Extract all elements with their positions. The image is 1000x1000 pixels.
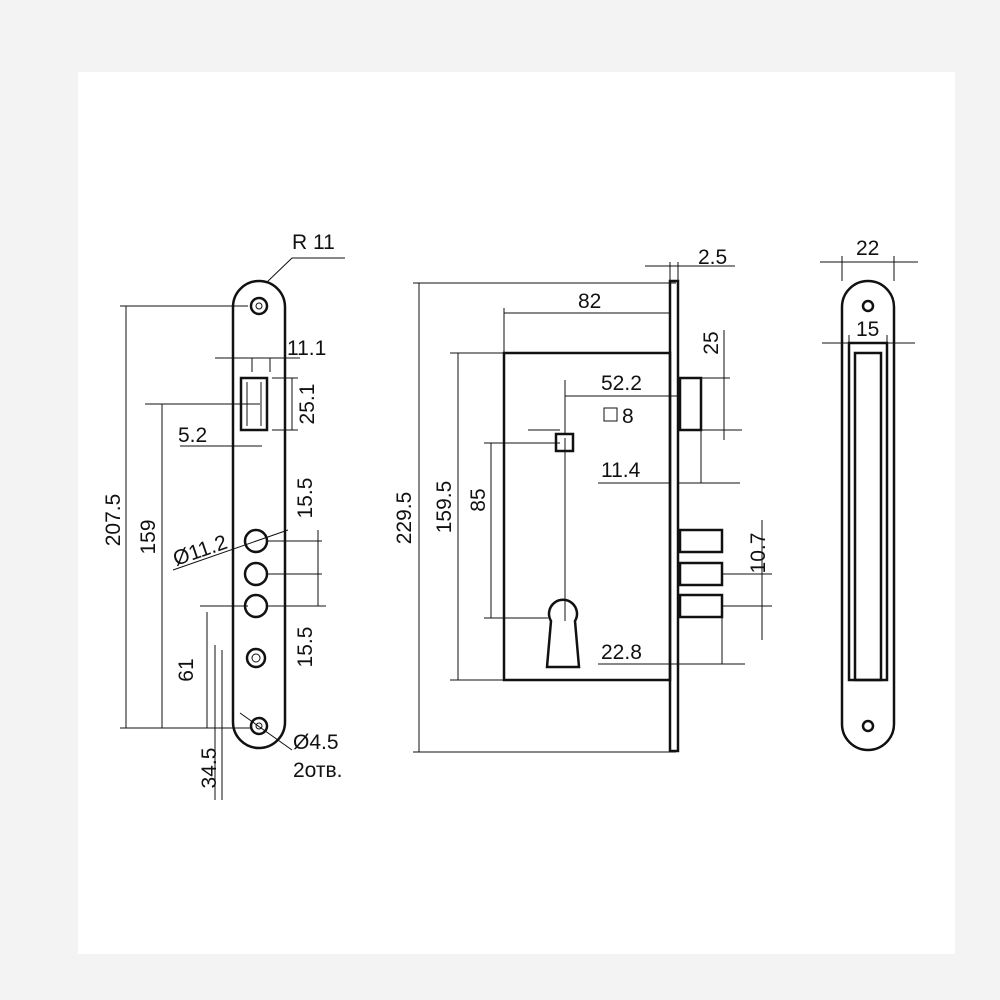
latch-bolt — [678, 376, 703, 432]
top-screw-hole — [249, 296, 269, 316]
dim-82: 82 — [578, 290, 601, 313]
dim-2-5: 2.5 — [698, 246, 727, 269]
dim-207-5: 207.5 — [102, 494, 125, 547]
deadbolt-1 — [678, 528, 724, 554]
dim-34-5: 34.5 — [198, 748, 221, 789]
cylinder-cutout — [545, 598, 581, 669]
drawing-sheet — [78, 72, 955, 954]
lock-case — [502, 351, 672, 682]
dim-25-1: 25.1 — [296, 384, 319, 425]
cylinder-screw-hole — [245, 647, 267, 669]
end-body-inner — [853, 351, 883, 682]
dim-5-2: 5.2 — [178, 424, 207, 447]
dim-25: 25 — [700, 331, 723, 354]
dim-11-1: 11.1 — [287, 337, 326, 360]
dim-159: 159 — [137, 519, 160, 554]
front-view: R 11 11.1 25.1 5.2 15.5 Ø11.2 15.5 207.5… — [102, 231, 345, 800]
bolt-hole-1 — [243, 528, 269, 554]
dim-22: 22 — [856, 237, 879, 260]
bottom-screw-hole — [249, 716, 269, 736]
dim-159-5: 159.5 — [433, 481, 456, 534]
dim-15: 15 — [856, 318, 879, 341]
dim-10-7: 10.7 — [747, 533, 770, 574]
side-view: 2.5 82 25 52.2 8 11.4 229.5 159.5 85 10.… — [393, 246, 772, 753]
end-view: 22 15 — [820, 237, 918, 752]
dim-15-5-bottom: 15.5 — [294, 627, 317, 668]
dim-229-5: 229.5 — [393, 492, 416, 545]
dim-spindle: 8 — [622, 405, 634, 428]
dim-52-2: 52.2 — [601, 372, 642, 395]
dim-85: 85 — [467, 488, 490, 511]
bolt-hole-2 — [243, 561, 269, 587]
dim-15-5-top: 15.5 — [294, 478, 317, 519]
dim-22-8: 22.8 — [601, 641, 642, 664]
faceplate-outline — [231, 279, 287, 750]
end-plate-outline — [840, 279, 896, 752]
dim-screw-qty: 2отв. — [293, 759, 343, 782]
square-symbol — [603, 407, 618, 422]
dim-61: 61 — [175, 658, 198, 681]
end-bottom-hole — [861, 719, 875, 733]
end-top-hole — [861, 299, 875, 313]
dim-screw-dia: Ø4.5 — [293, 731, 339, 754]
dim-11-4: 11.4 — [601, 459, 641, 482]
dim-r11: R 11 — [292, 231, 335, 254]
